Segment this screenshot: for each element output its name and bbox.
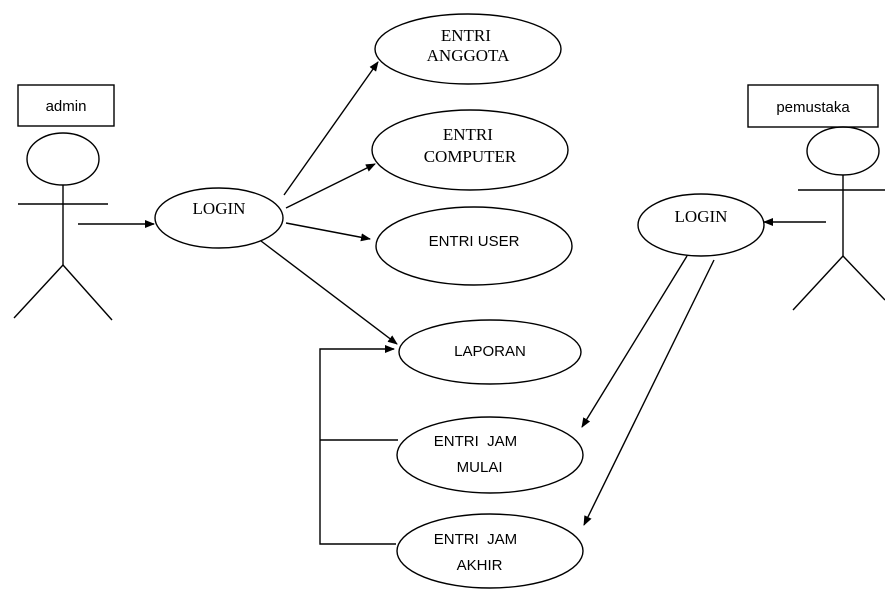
admin-actor: admin [13, 84, 115, 321]
use-case-login-pemustaka: LOGIN [637, 193, 765, 257]
pemustaka-stick-figure [792, 126, 885, 311]
login-to-entri-anggota-arrow [283, 61, 379, 196]
entri-jam-mulai-label: ENTRI JAM MULAI [434, 433, 547, 476]
admin-label: admin [46, 98, 87, 115]
pemustaka-label: pemustaka [776, 99, 850, 116]
login-to-entri-user-arrow [285, 222, 371, 242]
admin-stick-figure [13, 132, 113, 321]
entri-anggota-label: ENTRI ANGGOTA [427, 26, 510, 65]
use-case-entri-jam-mulai: ENTRI JAM MULAI [396, 416, 584, 494]
connectors [78, 61, 826, 545]
use-case-laporan: LAPORAN [398, 319, 582, 385]
admin-label-box [17, 84, 115, 127]
login-admin-label: LOGIN [193, 199, 246, 218]
login-pemustaka-label: LOGIN [675, 207, 728, 226]
entri-user-label: ENTRI USER [429, 233, 520, 250]
pemustaka-actor: pemustaka [747, 84, 885, 311]
laporan-label: LAPORAN [454, 343, 526, 360]
entri-jam-akhir-label: ENTRI JAM AKHIR [434, 531, 547, 574]
login-to-laporan-arrow [260, 240, 398, 345]
use-case-entri-anggota: ENTRI ANGGOTA [374, 13, 562, 85]
use-case-entri-jam-akhir: ENTRI JAM AKHIR [396, 513, 584, 589]
entri-computer-label: ENTRI COMPUTER [424, 125, 517, 166]
login-to-entri-jam-akhir-arrow [583, 259, 715, 526]
jam-to-laporan-connector [319, 345, 396, 545]
login-to-entri-jam-mulai-arrow [581, 255, 688, 428]
use-case-login-admin: LOGIN [154, 187, 284, 249]
login-to-entri-computer-arrow [285, 163, 376, 209]
use-case-entri-computer: ENTRI COMPUTER [371, 109, 569, 191]
use-case-entri-user: ENTRI USER [375, 206, 573, 286]
pemustaka-label-box [747, 84, 879, 128]
